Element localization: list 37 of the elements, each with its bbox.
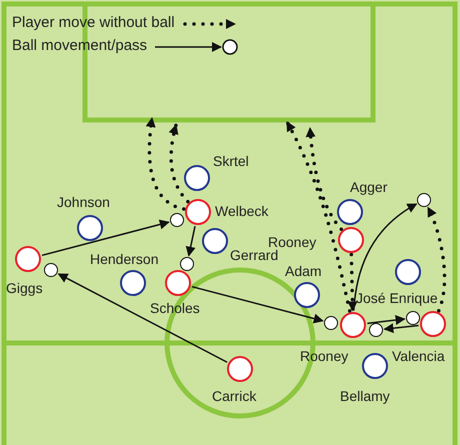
dotted-movement-arrow — [285, 120, 352, 313]
ball-marker — [406, 311, 420, 325]
ball-marker — [417, 193, 431, 207]
player-name: Henderson — [90, 251, 158, 267]
ball-marker — [44, 263, 58, 277]
player-name: Rooney — [268, 234, 316, 250]
pass-arrow — [353, 203, 418, 311]
player-name: Rooney — [300, 348, 348, 364]
ball-marker — [170, 213, 184, 227]
pass-arrow — [42, 220, 170, 256]
legend-label: Player move without ball — [12, 14, 175, 32]
pass-arrow — [367, 315, 406, 325]
player-name: Bellamy — [340, 388, 390, 404]
ball-marker — [369, 323, 383, 337]
player-name: Skrtel — [213, 153, 249, 169]
player-name: Scholes — [150, 300, 200, 316]
player-name: Agger — [350, 179, 388, 195]
player-name: José Enrique — [356, 290, 438, 306]
dotted-movement-arrow — [146, 116, 186, 211]
dotted-movement-arrow — [426, 206, 446, 312]
player-name: Welbeck — [215, 203, 268, 219]
player-name: Valencia — [392, 348, 445, 364]
pass-arrow — [186, 226, 196, 257]
player-name: Giggs — [6, 280, 43, 296]
dotted-movement-arrow — [168, 123, 190, 204]
dotted-movement-arrow — [306, 126, 344, 231]
player-name: Carrick — [212, 388, 256, 404]
ball-marker — [180, 257, 194, 271]
pass-arrow — [58, 273, 228, 363]
legend-label: Ball movement/pass — [12, 37, 148, 55]
dotted-movement-arrow — [347, 252, 358, 312]
ball-marker — [324, 316, 338, 330]
player-name: Adam — [285, 263, 322, 279]
player-name: Johnson — [57, 194, 110, 210]
pass-arrow — [192, 286, 324, 324]
pass-arrow — [383, 323, 419, 334]
player-name: Gerrard — [230, 247, 278, 263]
